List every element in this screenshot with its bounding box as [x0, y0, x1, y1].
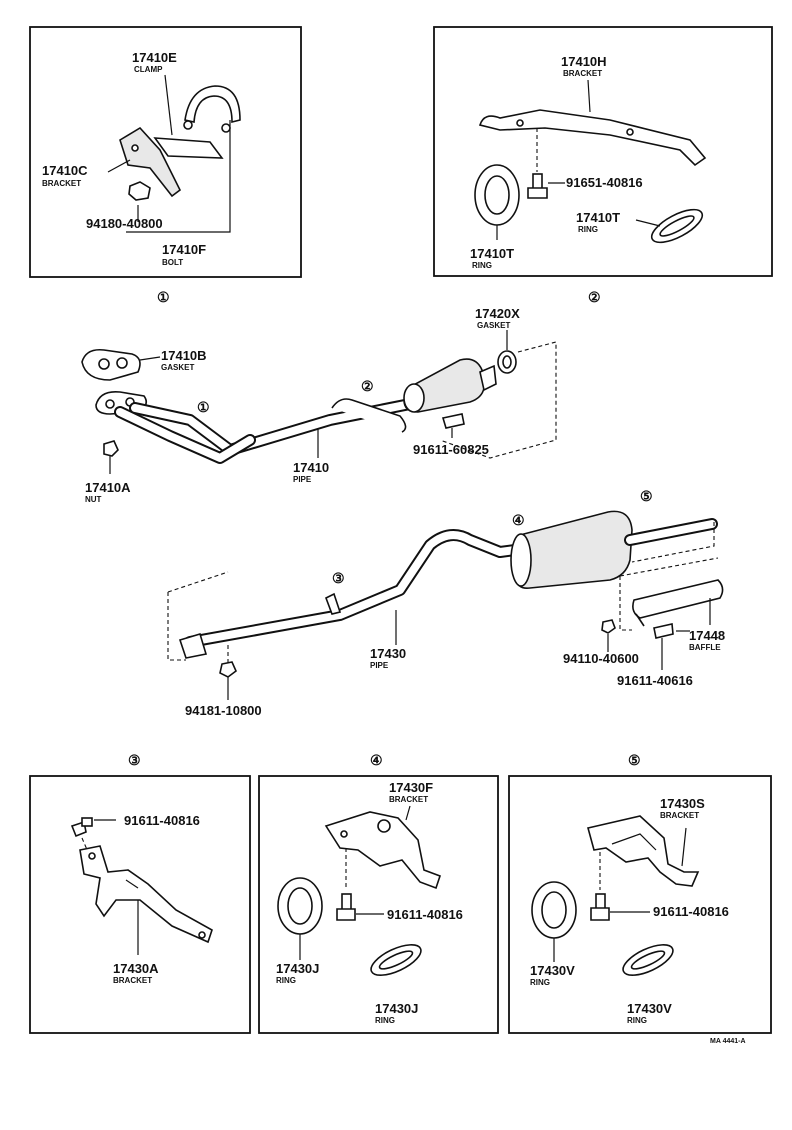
part-name-bracket-3: BRACKET: [113, 976, 152, 985]
callout-3-label: ③: [128, 752, 141, 768]
part-number-91611-40616: 91611-40616: [617, 673, 693, 688]
part-number-91611-60825: 91611-60825: [413, 442, 489, 457]
part-number-94180-40800: 94180-40800: [86, 216, 163, 231]
bracket-17410h-drawing: [478, 109, 707, 167]
part-number-17410a: 17410A: [85, 480, 131, 495]
part-number-94181-10800: 94181-10800: [185, 703, 262, 718]
bolt-91611-40816-a-drawing: [70, 817, 93, 838]
callout-1-on-pipe: ①: [197, 399, 210, 415]
pre-muffler-drawing: [403, 358, 497, 413]
part-number-91651-40816: 91651-40816: [566, 175, 643, 190]
nut-94110-drawing: [601, 619, 616, 652]
front-pipe-17410-drawing: [95, 390, 416, 464]
footer-code: MA 4441-A: [710, 1038, 746, 1045]
part-number-91611-40816-a: 91611-40816: [124, 813, 200, 828]
bolt-91611-40816-c-drawing: [590, 893, 610, 921]
part-number-91611-40816-b: 91611-40816: [387, 907, 463, 922]
callout-2-label: ②: [588, 289, 601, 305]
part-name-baffle: BAFFLE: [689, 643, 721, 652]
hanger-2-drawing: [331, 398, 407, 433]
part-number-17430j-a: 17430J: [276, 961, 319, 976]
part-name-gasket-1: GASKET: [161, 363, 194, 372]
part-number-17430v-b: 17430V: [627, 1001, 672, 1016]
part-number-17410h: 17410H: [561, 54, 607, 69]
nut-94181-drawing: [219, 661, 237, 700]
part-name-bracket-5: BRACKET: [660, 811, 699, 820]
main-muffler-drawing: [510, 510, 718, 590]
bolt-91611-40616-drawing: [653, 623, 674, 670]
part-name-ring-2a: RING: [472, 261, 492, 270]
detail-box-5: [508, 775, 772, 1034]
bracket-17410c-drawing: [119, 126, 182, 198]
part-number-91611-40816-c: 91611-40816: [653, 904, 729, 919]
part-name-ring-5a: RING: [530, 978, 550, 987]
part-number-17410: 17410: [293, 460, 329, 475]
bolt-91611-60825-drawing: [441, 413, 465, 438]
part-number-17410t-a: 17410T: [470, 246, 514, 261]
part-number-17410e: 17410E: [132, 50, 177, 65]
bolt-91611-40816-b-drawing: [336, 893, 356, 921]
callout-4-label: ④: [370, 752, 383, 768]
part-number-17448: 17448: [689, 628, 725, 643]
baffle-17448-drawing: [632, 579, 724, 627]
part-name-bracket-1: BRACKET: [42, 179, 81, 188]
part-number-17410b: 17410B: [161, 348, 207, 363]
part-name-bracket-4: BRACKET: [389, 795, 428, 804]
callout-2-on-pipe: ②: [361, 378, 374, 394]
part-number-17420x: 17420X: [475, 306, 520, 321]
part-name-pipe-2: PIPE: [370, 661, 389, 670]
part-number-94110-40600: 94110-40600: [563, 651, 639, 666]
tail-pipe-17430-drawing: [178, 529, 536, 659]
part-name-bracket-2: BRACKET: [563, 69, 602, 78]
part-name-nut: NUT: [85, 495, 102, 504]
part-number-17430f: 17430F: [389, 780, 433, 795]
part-name-ring-2b: RING: [578, 225, 598, 234]
clamp-17410e-drawing: [153, 85, 241, 159]
callout-4-on-pipe: ④: [512, 512, 525, 528]
part-name-ring-4b: RING: [375, 1016, 395, 1025]
callout-3-on-pipe: ③: [332, 570, 345, 586]
bolt-91651-drawing: [527, 173, 548, 199]
part-name-bolt: BOLT: [162, 258, 183, 267]
part-number-17410f: 17410F: [162, 242, 206, 257]
callout-1-label: ①: [157, 289, 170, 305]
gasket-17410b-drawing: [81, 348, 141, 381]
part-number-17410c: 17410C: [42, 163, 88, 178]
part-name-ring-5b: RING: [627, 1016, 647, 1025]
bracket-17430f-drawing: [324, 811, 442, 890]
detail-box-4: [258, 775, 499, 1034]
part-number-17430j-b: 17430J: [375, 1001, 418, 1016]
part-number-17430a: 17430A: [113, 961, 159, 976]
part-number-17430v-a: 17430V: [530, 963, 575, 978]
part-number-17430: 17430: [370, 646, 406, 661]
detail-box-2: [433, 26, 773, 277]
part-number-17430s: 17430S: [660, 796, 705, 811]
bracket-17430s-drawing: [587, 815, 700, 887]
part-name-clamp: CLAMP: [134, 65, 163, 74]
part-name-pipe-1: PIPE: [293, 475, 312, 484]
detail-box-1: [29, 26, 302, 278]
part-number-17410t-b: 17410T: [576, 210, 620, 225]
nut-17410a-drawing: [103, 440, 119, 474]
callout-5-label: ⑤: [628, 752, 641, 768]
part-name-ring-4a: RING: [276, 976, 296, 985]
bracket-17430a-drawing: [79, 845, 213, 944]
nut-94180-drawing: [128, 181, 151, 201]
callout-5-on-pipe: ⑤: [640, 488, 653, 504]
part-name-gasket-2: GASKET: [477, 321, 510, 330]
detail-box-3: [29, 775, 251, 1034]
